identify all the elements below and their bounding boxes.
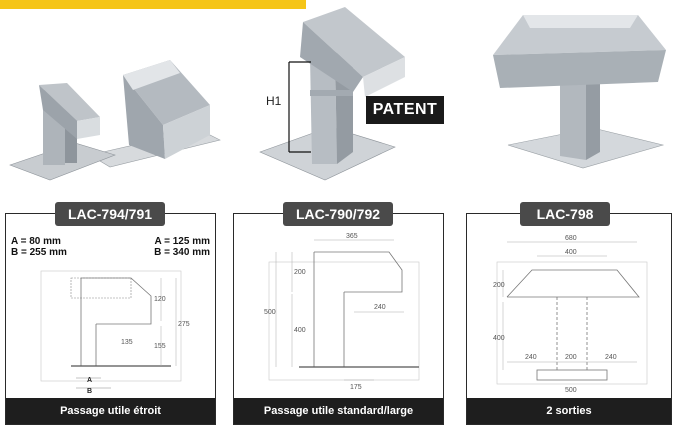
dim-label-b3-3: 240	[605, 354, 617, 361]
dim-label-right-2: 240	[374, 304, 386, 311]
dims-large: A = 125 mm B = 340 mm	[154, 236, 210, 258]
dim-label-side1-3: 200	[493, 282, 505, 289]
yellow-accent-bar	[0, 0, 306, 9]
dim-label-d3: 155	[154, 343, 166, 350]
dim-label-side1-2: 200	[294, 269, 306, 276]
footer-label-1: Passage utile étroit	[6, 398, 215, 424]
product-panel-1: A = 80 mm B = 255 mm A = 125 mm B = 340 …	[5, 213, 216, 425]
dims-small: A = 80 mm B = 255 mm	[11, 236, 67, 258]
h1-dimension-label: H1	[266, 94, 282, 108]
dim-label-b: B	[87, 388, 92, 395]
dim-label-total-2: 500	[264, 309, 276, 316]
technical-drawing-1: 120 275 155 135 A B	[40, 270, 190, 395]
dim-label-side2-3: 400	[493, 335, 505, 342]
dim-label-b1-3: 240	[525, 354, 537, 361]
dim-label-top-3: 680	[565, 235, 577, 242]
product-code-tag-2: LAC-790/792	[283, 202, 393, 226]
dim-label-d2: 275	[178, 321, 190, 328]
dim-label-d4: 135	[121, 339, 133, 346]
dim-label-d1: 120	[154, 296, 166, 303]
footer-label-2: Passage utile standard/large	[234, 398, 443, 424]
technical-drawing-3: 680 400 200 400 240 200 240 500	[493, 235, 648, 394]
dim-label-inner-3: 400	[565, 249, 577, 256]
dim-a-small: A = 80 mm	[11, 236, 61, 247]
patent-badge: PATENT	[366, 96, 444, 124]
technical-drawing-2: 365 200 500 400 240 175	[264, 233, 420, 391]
dim-label-b2-3: 200	[565, 354, 577, 361]
dim-b-large: B = 340 mm	[154, 247, 210, 258]
product-panel-3: 680 400 200 400 240 200 240 500 2 sortie…	[466, 213, 672, 425]
dim-label-side2-2: 400	[294, 327, 306, 334]
dim-label-bottom-2: 175	[350, 384, 362, 391]
dim-label-base-3: 500	[565, 387, 577, 394]
product-photo-lac-794-791	[5, 55, 225, 195]
product-code-tag-3: LAC-798	[520, 202, 610, 226]
dim-a-large: A = 125 mm	[154, 236, 211, 247]
product-panel-2: 365 200 500 400 240 175 Passage utile st…	[233, 213, 444, 425]
product-code-tag-1: LAC-794/791	[55, 202, 165, 226]
product-photo-lac-790-792	[255, 2, 415, 187]
footer-label-3: 2 sorties	[467, 398, 671, 424]
dim-label-top-2: 365	[346, 233, 358, 240]
dim-label-a: A	[87, 377, 92, 384]
product-photo-lac-798	[488, 10, 668, 195]
dim-b-small: B = 255 mm	[11, 247, 67, 258]
